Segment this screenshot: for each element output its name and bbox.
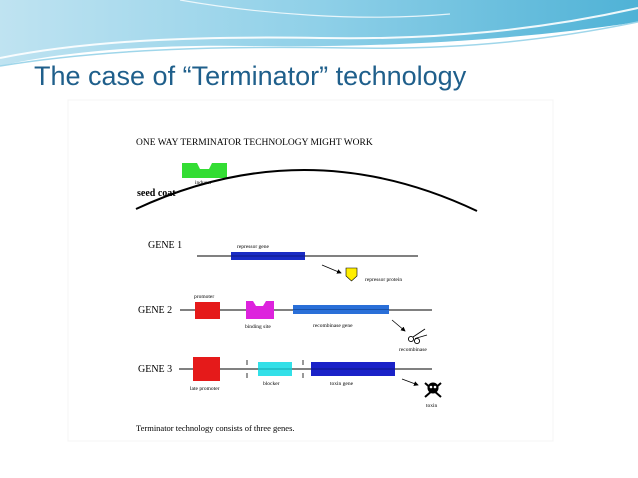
gene3-label: GENE 3 [138, 364, 172, 375]
gene1-arrow [321, 264, 342, 274]
figure-caption: Terminator technology consists of three … [136, 423, 295, 433]
late-promoter-label: late promoter [190, 386, 220, 392]
toxin-label: toxin [426, 403, 438, 409]
skull-crossbones-icon [424, 382, 442, 398]
scissors-icon [407, 328, 428, 345]
recombinase-label: recombinase [399, 347, 427, 353]
repressor-protein-shape [345, 267, 358, 282]
seed-coat-label: seed coat [137, 188, 176, 199]
promoter-label: promoter [194, 294, 214, 300]
inducer-shape [182, 163, 227, 178]
seed-coat-curve [135, 169, 478, 212]
repressor-protein-label: repressor protein [365, 277, 402, 283]
late-promoter-block [193, 357, 220, 381]
toxin-gene-label: toxin gene [330, 381, 354, 387]
slide-title: The case of “Terminator” technology [34, 61, 467, 91]
blocker-label: blocker [263, 381, 280, 387]
gene2-label: GENE 2 [138, 305, 172, 316]
binding-site-label: binding site [245, 324, 271, 330]
recombinase-gene-label: recombinase gene [313, 323, 353, 329]
terminator-figure: ONE WAY TERMINATOR TECHNOLOGY MIGHT WORK… [67, 99, 554, 442]
gene2-arrow [391, 319, 406, 332]
blocker-site-marks [246, 360, 304, 378]
header-decoration [0, 0, 638, 67]
figure-heading: ONE WAY TERMINATOR TECHNOLOGY MIGHT WORK [136, 138, 373, 148]
promoter-block [195, 302, 220, 319]
repressor-gene-label: repressor gene [237, 244, 269, 250]
gene3-arrow [401, 378, 419, 386]
gene1-label: GENE 1 [148, 240, 182, 251]
binding-site-shape [246, 301, 274, 319]
figure-panel [67, 99, 554, 442]
